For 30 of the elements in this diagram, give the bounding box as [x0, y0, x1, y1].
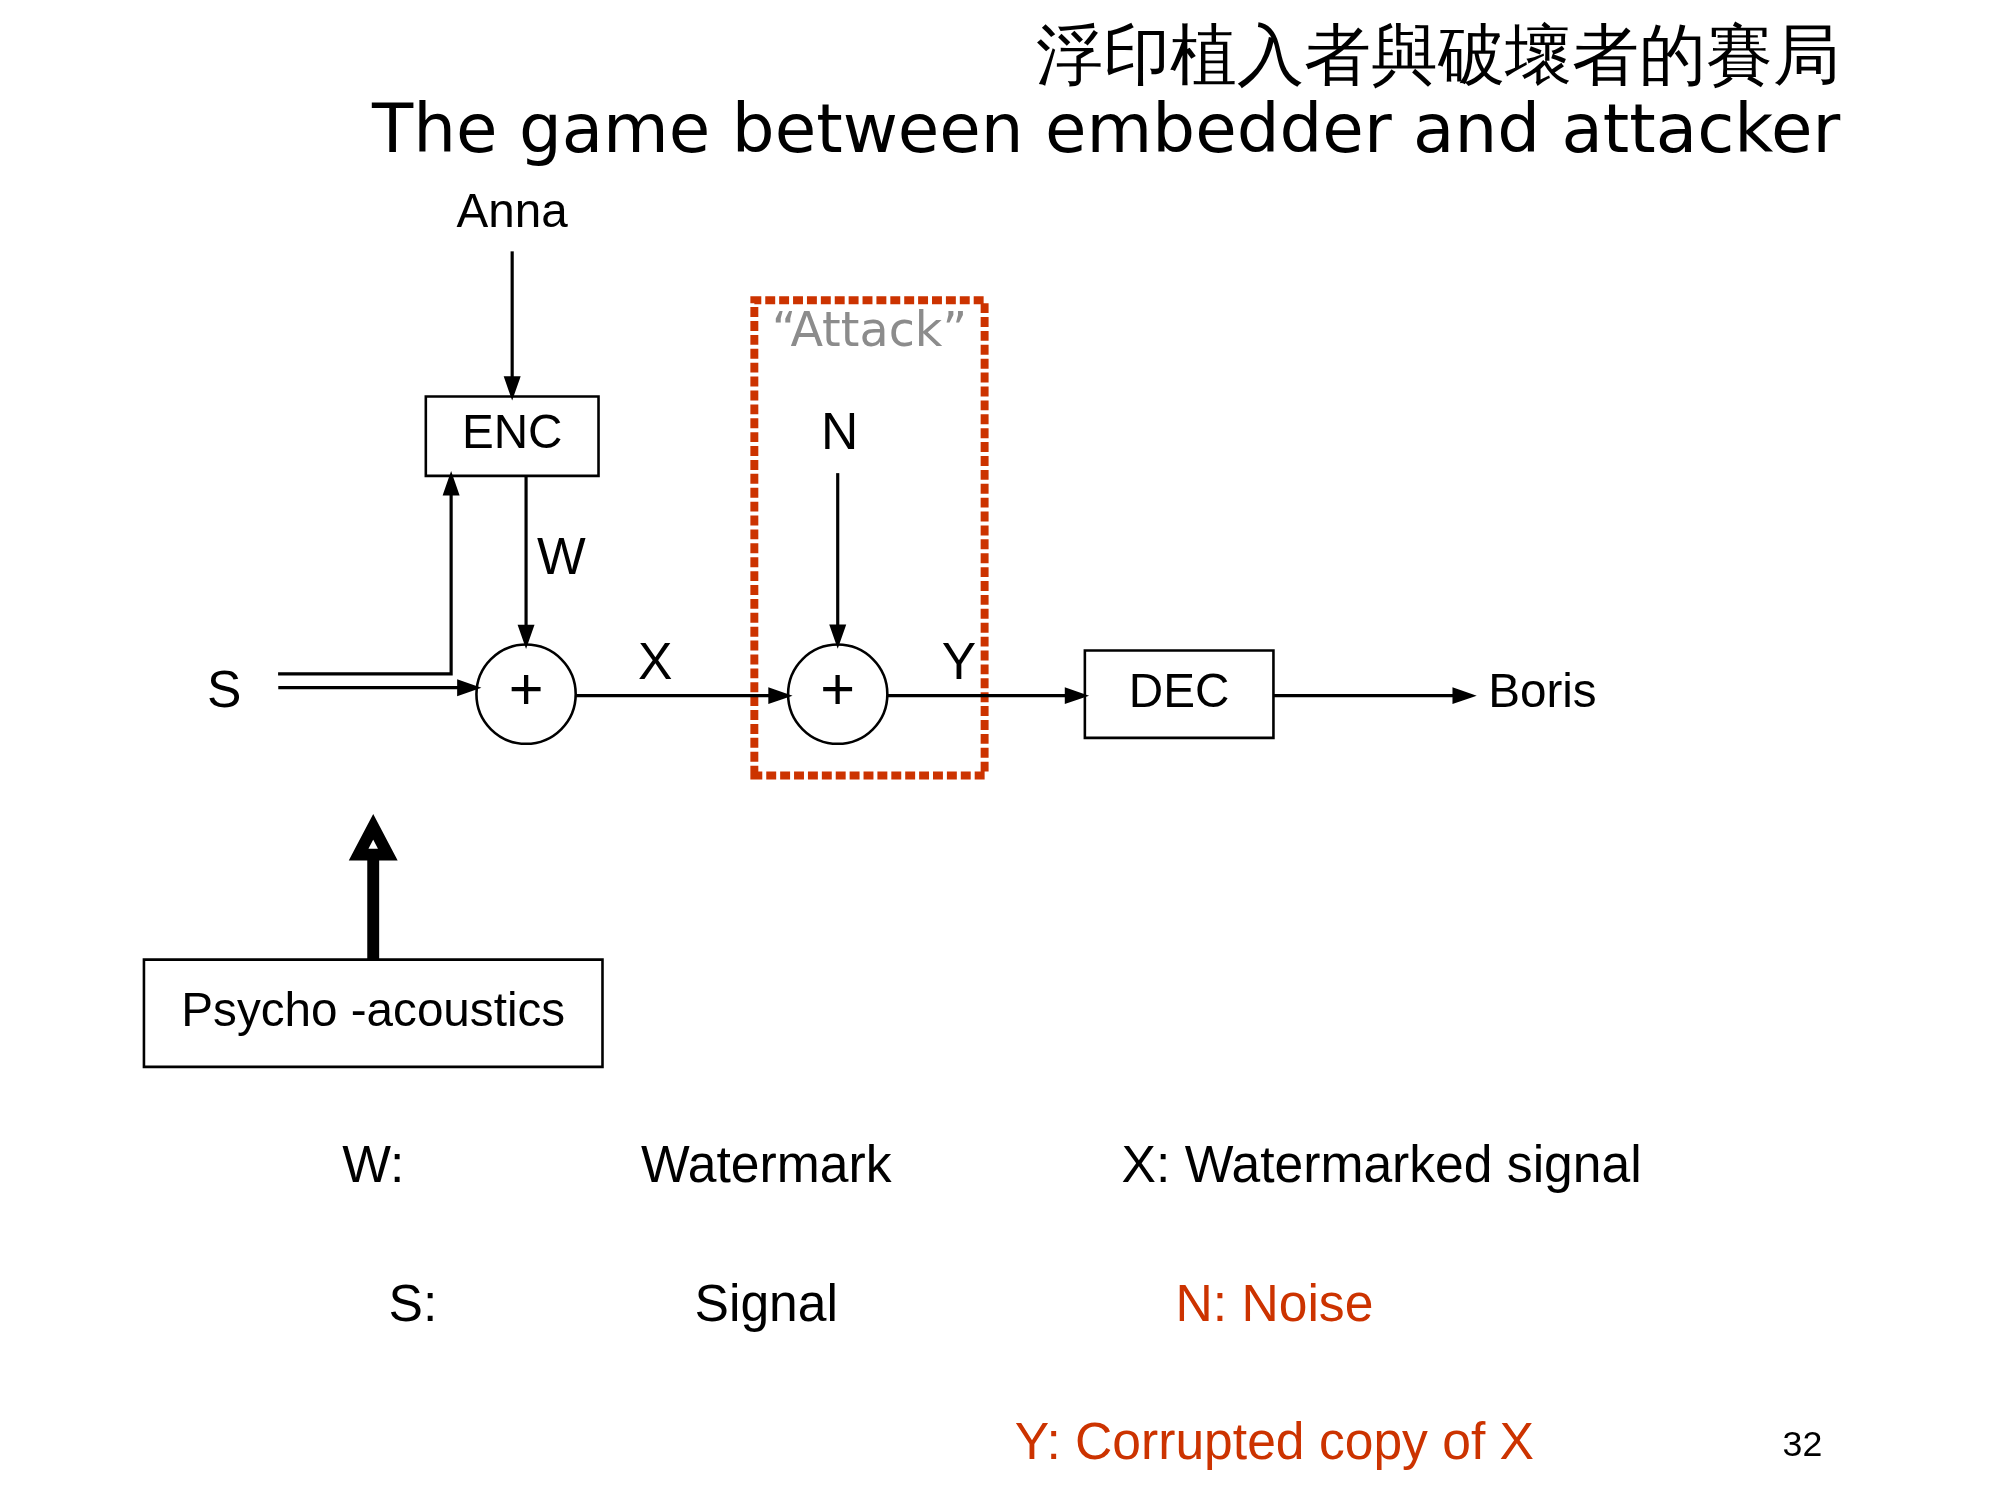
label: X: Watermarked signal [1121, 1134, 1642, 1193]
edge-label: X [637, 632, 673, 691]
arrow [829, 473, 847, 649]
arrow [348, 814, 398, 960]
node-box: ENC [424, 395, 600, 478]
node-box: DEC [1083, 649, 1275, 740]
arrow [278, 471, 460, 676]
arrow [278, 679, 482, 697]
node-box: Psycho -acoustics [142, 958, 604, 1069]
node-text: Boris [1488, 663, 1597, 717]
label: Signal [694, 1273, 838, 1332]
label: 32 [1782, 1423, 1823, 1464]
node-text: N [821, 401, 859, 460]
arrow [887, 687, 1090, 705]
label: N: Noise [1175, 1273, 1374, 1332]
arrow [517, 475, 535, 650]
edge-label: Y [941, 632, 977, 691]
arrow [576, 687, 793, 705]
label: W: [342, 1134, 405, 1193]
label: S: [388, 1273, 438, 1332]
edge-label: W [536, 526, 586, 585]
label: Y: Corrupted copy of X [1014, 1412, 1535, 1471]
arrow [503, 251, 521, 401]
node-circle: + [475, 643, 577, 746]
arrow [1273, 687, 1477, 705]
diagram-title: 浮印植入者與破壞者的賽局 The game between embedder and attacker [371, 15, 1841, 168]
label: Watermark [641, 1134, 892, 1193]
node-text: S [207, 659, 242, 718]
node-circle: + [786, 643, 889, 746]
node-text: Anna [456, 184, 568, 238]
